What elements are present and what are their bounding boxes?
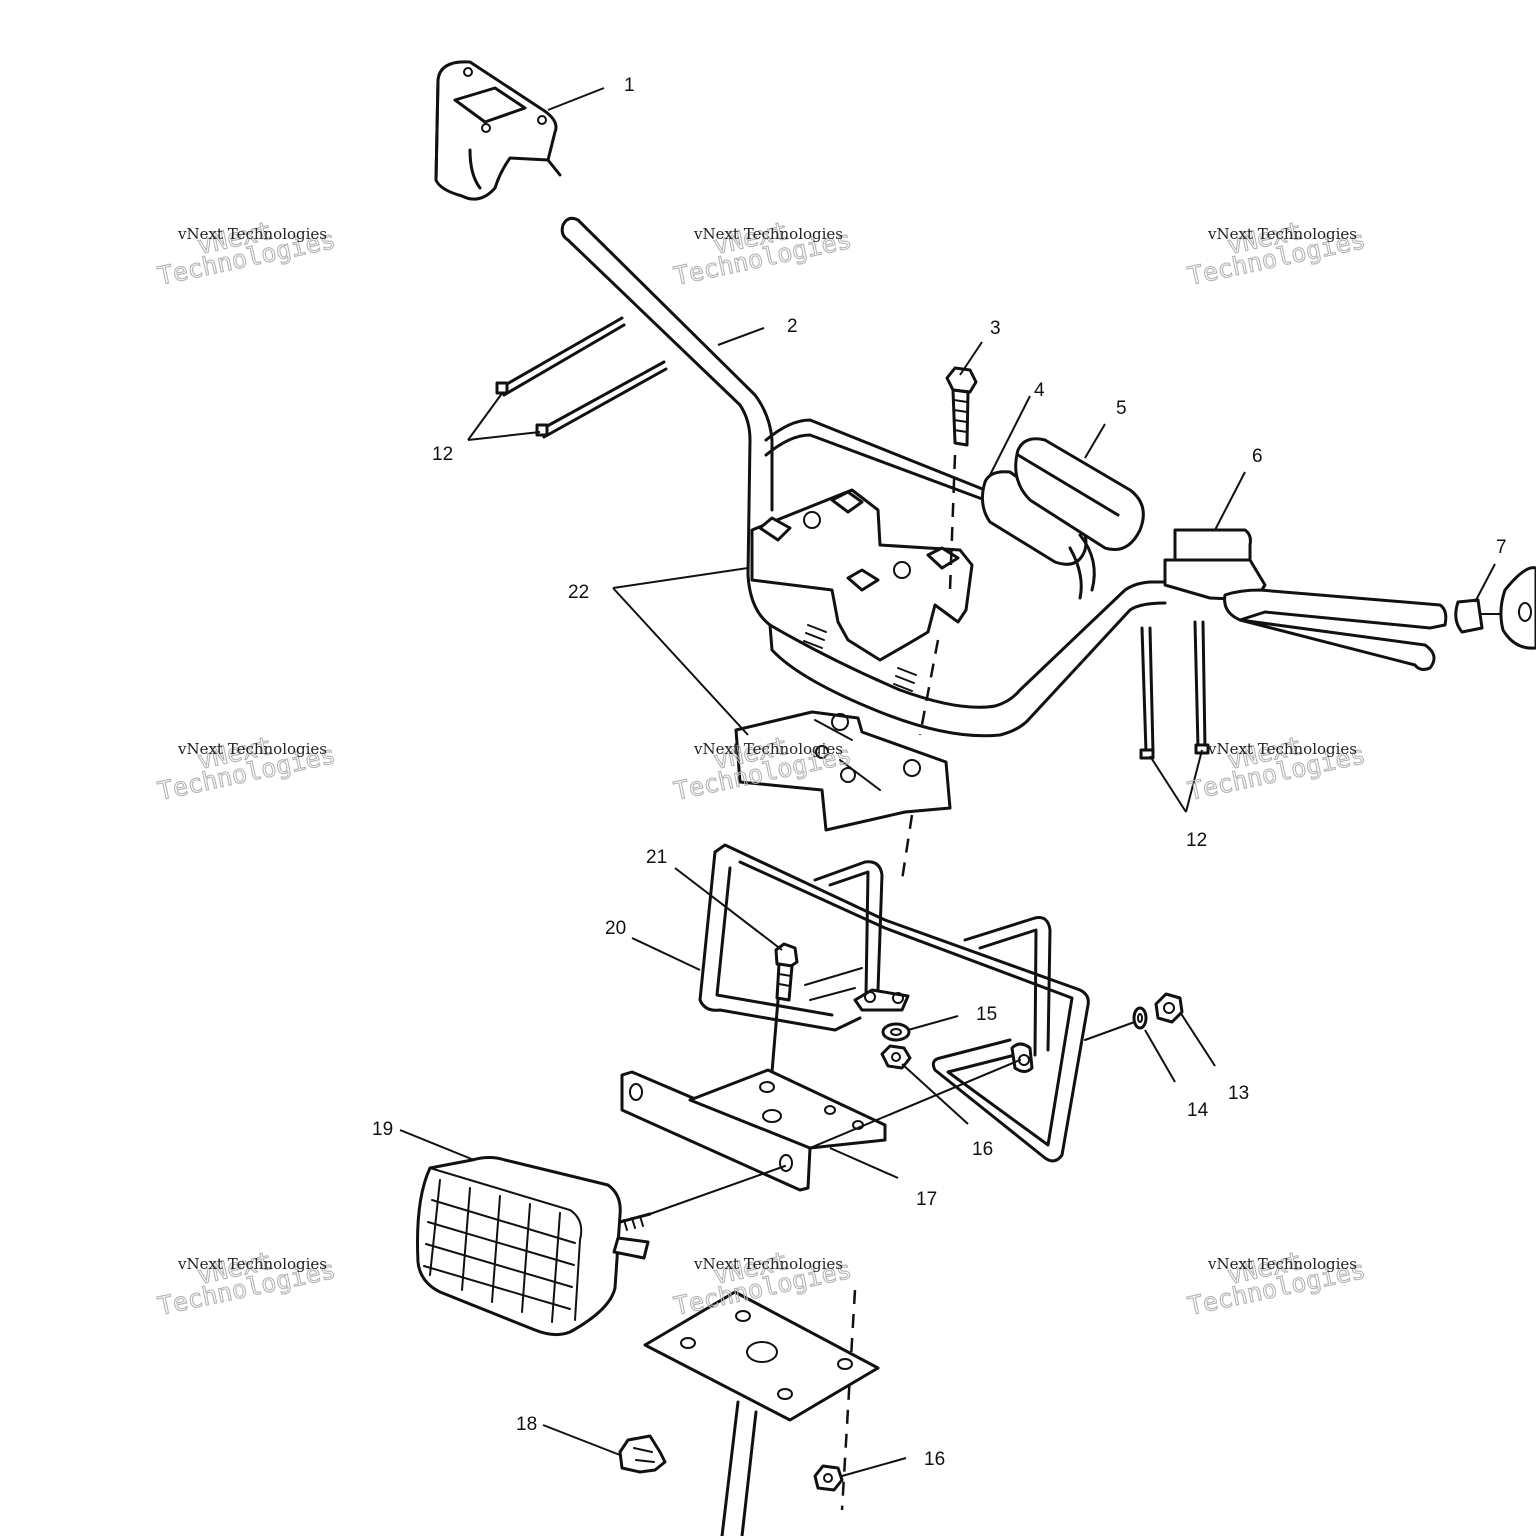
callout-17: 17 [916,1189,937,1210]
watermark-caption: vNext Technologies [693,1255,843,1273]
light-guard-rack [698,843,1090,1163]
callout-2: 2 [787,316,798,337]
watermark-3: vNext Technologies vNext Technologies [1185,215,1369,291]
callouts: 1 2 3 4 5 6 7 12 12 13 14 15 16 16 17 18… [372,75,1507,1470]
watermark-6: vNext Technologies vNext Technologies [1185,730,1369,806]
callout-1: 1 [624,75,635,96]
bolt-3 [945,366,978,447]
watermark-caption: vNext Technologies [177,740,327,758]
watermark-2: vNext Technologies vNext Technologies [671,215,855,291]
callout-20: 20 [605,918,626,939]
hardware-nut-washer [880,992,1184,1070]
handlebar-pad [980,437,1145,600]
studs-lower [1139,620,1210,760]
watermark-4: vNext Technologies vNext Technologies [155,730,339,806]
callout-21: 21 [646,847,667,868]
callout-5: 5 [1116,398,1127,419]
headlight [416,1156,786,1337]
callout-22: 22 [568,582,589,603]
watermark-caption: vNext Technologies [693,740,843,758]
watermark-caption: vNext Technologies [177,1255,327,1273]
throttle-housing [434,60,562,201]
callout-6: 6 [1252,446,1263,467]
mounting-bracket [620,1019,1141,1192]
callout-16-middle: 16 [972,1139,993,1160]
callout-14: 14 [1187,1100,1209,1121]
callout-19: 19 [372,1119,393,1140]
callout-13: 13 [1228,1083,1249,1104]
nut-16-lower [813,1464,844,1492]
callout-4: 4 [1034,380,1045,401]
handlebar [560,216,1172,738]
watermark-caption: vNext Technologies [1207,1255,1357,1273]
watermark-5: vNext Technologies vNext Technologies [671,730,855,806]
callout-12-lower: 12 [1186,830,1207,851]
callout-3: 3 [990,318,1001,339]
watermark-caption: vNext Technologies [177,225,327,243]
watermark-caption: vNext Technologies [1207,225,1357,243]
studs-upper [495,316,668,439]
handlebar-clamp-lower [734,710,952,832]
callout-12-upper: 12 [432,444,453,465]
callout-15: 15 [976,1004,997,1025]
callout-7: 7 [1496,537,1507,558]
callout-16-lower: 16 [924,1449,945,1470]
brake-lever-assembly [1163,528,1448,671]
watermark-9: vNext Technologies vNext Technologies [1185,1245,1369,1321]
leader-lines [399,87,1496,1477]
watermark-1: vNext Technologies vNext Technologies [155,215,339,291]
watermark-7: vNext Technologies vNext Technologies [155,1245,339,1321]
lower-mount-plate [643,1290,880,1536]
callout-18: 18 [516,1414,537,1435]
watermark-caption: vNext Technologies [693,225,843,243]
bar-end [1454,566,1536,650]
handlebar-clamp-upper [750,488,974,662]
watermark-caption: vNext Technologies [1207,740,1357,758]
clip-18 [618,1434,667,1474]
